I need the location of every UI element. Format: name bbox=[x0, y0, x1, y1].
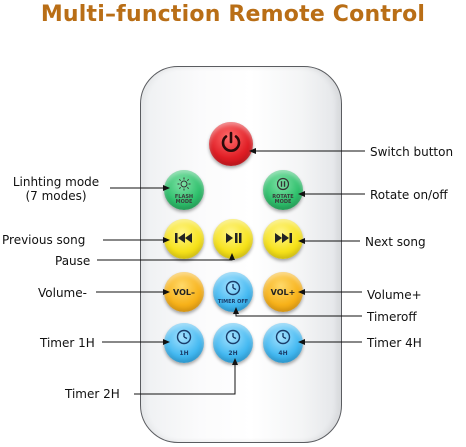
previous-icon bbox=[173, 230, 195, 249]
rotate-label: ROTATE bbox=[272, 193, 294, 200]
timer-2h-label: 2H bbox=[228, 350, 238, 357]
label-volume-plus: Volume+ bbox=[367, 288, 422, 302]
timer-4h-button[interactable]: 4H bbox=[263, 323, 303, 363]
label-rotate-on-off: Rotate on/off bbox=[370, 188, 448, 202]
volume-down-label: VOL– bbox=[173, 287, 195, 297]
timer-off-button[interactable]: TIMER OFF bbox=[213, 272, 253, 312]
label-lighting-mode-line1: Linhting mode bbox=[12, 175, 100, 189]
clock-icon bbox=[225, 280, 241, 300]
label-timer-4h: Timer 4H bbox=[367, 336, 422, 350]
timer-off-label: TIMER OFF bbox=[217, 298, 249, 305]
power-icon bbox=[218, 129, 244, 159]
timer-2h-button[interactable]: 2H bbox=[213, 323, 253, 363]
previous-button[interactable] bbox=[164, 219, 204, 259]
label-switch-button: Switch button bbox=[370, 145, 454, 159]
clock-icon bbox=[275, 329, 291, 349]
clock-icon bbox=[176, 329, 192, 349]
clock-icon bbox=[225, 329, 241, 349]
flash-label: FLASH bbox=[174, 193, 194, 200]
rotate-mode-label: MODE bbox=[274, 198, 292, 205]
rotate-mode-button[interactable]: ROTATE MODE bbox=[263, 170, 303, 210]
page-title: Multi–function Remote Control bbox=[40, 2, 426, 27]
timer-1h-button[interactable]: 1H bbox=[164, 323, 204, 363]
next-button[interactable] bbox=[263, 219, 303, 259]
play-pause-button[interactable] bbox=[213, 219, 253, 259]
volume-up-label: VOL+ bbox=[270, 287, 296, 297]
label-lighting-mode-line2: (7 modes) bbox=[25, 189, 87, 203]
timer-4h-label: 4H bbox=[278, 350, 288, 357]
play-pause-icon bbox=[222, 230, 244, 249]
label-timer-2h: Timer 2H bbox=[65, 387, 120, 401]
label-next-song: Next song bbox=[365, 235, 426, 249]
label-previous-song: Previous song bbox=[2, 233, 86, 247]
volume-down-button[interactable]: VOL– bbox=[164, 272, 204, 312]
sun-icon bbox=[177, 176, 191, 195]
label-pause: Pause bbox=[55, 254, 91, 268]
flash-mode-label: MODE bbox=[175, 198, 193, 205]
flash-mode-button[interactable]: FLASH MODE bbox=[164, 170, 204, 210]
label-timeroff: Timeroff bbox=[367, 310, 417, 324]
next-icon bbox=[272, 230, 294, 249]
volume-up-button[interactable]: VOL+ bbox=[263, 272, 303, 312]
label-lighting-mode: Linhting mode (7 modes) bbox=[6, 175, 106, 203]
timer-1h-label: 1H bbox=[179, 350, 189, 357]
rotate-pause-icon bbox=[276, 176, 290, 195]
label-timer-1h: Timer 1H bbox=[40, 336, 95, 350]
label-volume-minus: Volume- bbox=[38, 286, 87, 300]
power-button[interactable] bbox=[209, 122, 253, 166]
